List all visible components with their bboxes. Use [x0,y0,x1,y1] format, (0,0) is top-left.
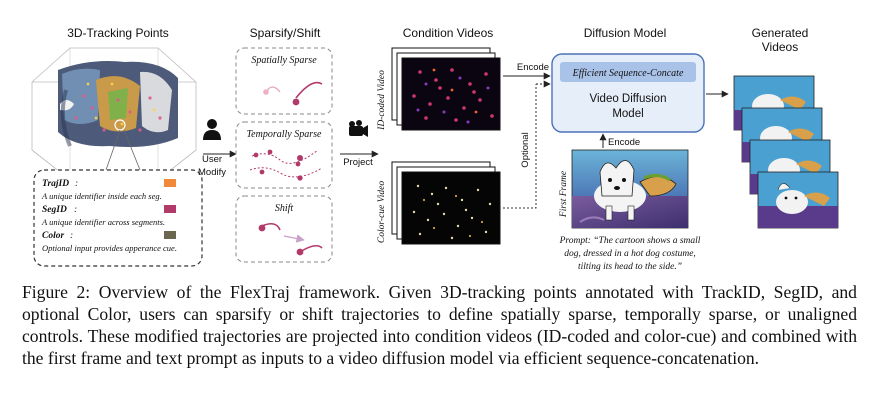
label-id-coded: ID-coded Video [377,70,387,131]
generated-videos-stack [734,76,838,228]
label-user: User [202,154,222,165]
legend-trajid-swatch [164,179,176,187]
legend-trajid-colon: : [75,179,78,189]
heading-condition: Condition Videos [403,26,494,40]
heading-generated-1: Generated [752,26,809,40]
label-encode-bottom: Encode [608,137,640,148]
heading-diffusion: Diffusion Model [584,26,667,40]
heading-sparsify: Sparsify/Shift [250,26,321,40]
prompt-line-1: Prompt: “The cartoon shows a small [559,236,701,246]
camera-icon [349,120,368,137]
legend-color-swatch [164,231,176,239]
panel-spatially-sparse: Spatially Sparse [236,48,332,114]
label-modify: Modify [198,167,226,178]
label-project: Project [343,157,373,168]
label-color-cue: Color-cue Video [377,181,387,243]
diffusion-tag: Efficient Sequence-Concate [572,68,684,79]
first-frame-image [572,150,688,228]
id-coded-video-stack [392,48,500,130]
panel-shift: Shift [236,196,332,262]
legend-trajid-label: TrajID [42,179,69,189]
panel-temporally-sparse: Temporally Sparse [236,122,332,188]
legend-segid-label: SegID [42,205,67,215]
prompt-line-2: dog, dressed in a hot dog costume, [564,249,696,259]
caption-label: Figure 2: [22,282,90,302]
tracking-points-cube [32,48,196,180]
legend-color-desc: Optional input provides apperance cue. [42,243,177,253]
label-first-frame: First Frame [559,171,569,218]
legend-segid-swatch [164,205,176,213]
person-icon [203,119,221,140]
heading-tracking: 3D-Tracking Points [67,26,169,40]
diffusion-title-1: Video Diffusion [590,93,667,105]
color-cue-video-stack [392,162,500,244]
heading-generated-2: Videos [762,40,798,54]
legend-color-colon: : [70,231,73,241]
label-encode-top: Encode [517,62,549,73]
legend-color-label: Color [42,231,64,241]
prompt-line-3: tilting its head to the side.” [578,262,682,272]
legend-trajid-desc: A unique identifier inside each seg. [41,191,162,201]
legend-box: TrajID : A unique identifier inside each… [34,170,202,266]
diffusion-title-2: Model [612,108,643,120]
figure-caption: Figure 2: Overview of the FlexTraj frame… [22,281,857,369]
legend-segid-desc: A unique identifier across segments. [41,217,165,227]
legend-segid-colon: : [74,205,77,215]
panel-spatial-title: Spatially Sparse [251,55,317,66]
panel-shift-title: Shift [275,203,294,214]
framework-figure: 3D-Tracking Points Sparsify/Shift Condit… [0,0,875,278]
diffusion-model-box: Efficient Sequence-Concate Video Diffusi… [552,54,704,132]
panel-temporal-title: Temporally Sparse [247,129,322,140]
caption-text: Overview of the FlexTraj framework. Give… [22,282,857,368]
label-optional: Optional [520,132,531,167]
